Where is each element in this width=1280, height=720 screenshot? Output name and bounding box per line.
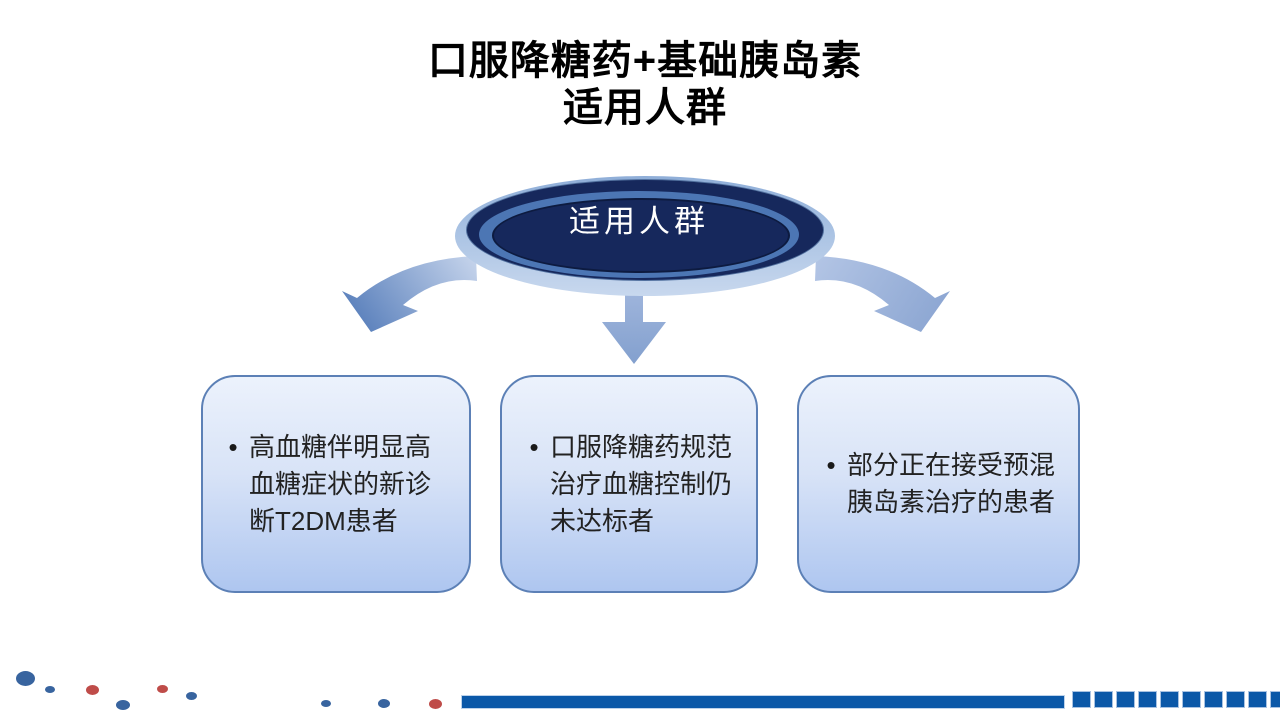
footer-bar bbox=[461, 695, 1065, 709]
decor-dot bbox=[186, 692, 197, 700]
decor-dot bbox=[45, 686, 55, 693]
decor-dot bbox=[321, 700, 331, 707]
footer-dash bbox=[1138, 691, 1157, 708]
curved-arrow-right-icon bbox=[815, 256, 950, 332]
footer-dash bbox=[1226, 691, 1245, 708]
card-premix-insulin-patients: • 部分正在接受预混胰岛素治疗的患者 bbox=[797, 375, 1080, 593]
footer-dash bbox=[1248, 691, 1267, 708]
decor-dot bbox=[157, 685, 168, 693]
hub-label: 适用人群 bbox=[569, 203, 709, 239]
footer-dash bbox=[1270, 691, 1280, 708]
straight-arrow-down-icon bbox=[602, 291, 666, 364]
card-text: 部分正在接受预混胰岛素治疗的患者 bbox=[847, 450, 1056, 517]
hub-inner-ellipse bbox=[492, 198, 790, 273]
footer-dash bbox=[1204, 691, 1223, 708]
bullet-icon: • bbox=[228, 431, 238, 462]
footer-dash bbox=[1160, 691, 1179, 708]
footer-dash bbox=[1094, 691, 1113, 708]
decor-dot bbox=[86, 685, 99, 695]
decor-dot bbox=[429, 699, 442, 709]
card-text: 口服降糖药规范治疗血糖控制仍未达标者 bbox=[550, 431, 733, 536]
decor-dot bbox=[16, 671, 35, 686]
footer-dash bbox=[1116, 691, 1135, 708]
card-text: 高血糖伴明显高血糖症状的新诊断T2DM患者 bbox=[249, 431, 432, 536]
footer-dash bbox=[1182, 691, 1201, 708]
decor-dot bbox=[378, 699, 390, 708]
bullet-icon: • bbox=[529, 431, 539, 462]
card-new-diagnosed-t2dm: • 高血糖伴明显高血糖症状的新诊断T2DM患者 bbox=[201, 375, 471, 593]
slide-title-line2: 适用人群 bbox=[563, 86, 727, 130]
curved-arrow-left-icon bbox=[342, 256, 477, 332]
footer-dashes bbox=[1072, 691, 1280, 708]
decor-dot bbox=[116, 700, 130, 710]
card-oad-uncontrolled: • 口服降糖药规范治疗血糖控制仍未达标者 bbox=[500, 375, 758, 593]
slide-title: 口服降糖药+基础胰岛素 适用人群 bbox=[0, 38, 1280, 132]
bullet-icon: • bbox=[826, 450, 836, 480]
slide-title-line1: 口服降糖药+基础胰岛素 bbox=[427, 39, 863, 83]
footer-dash bbox=[1072, 691, 1091, 708]
